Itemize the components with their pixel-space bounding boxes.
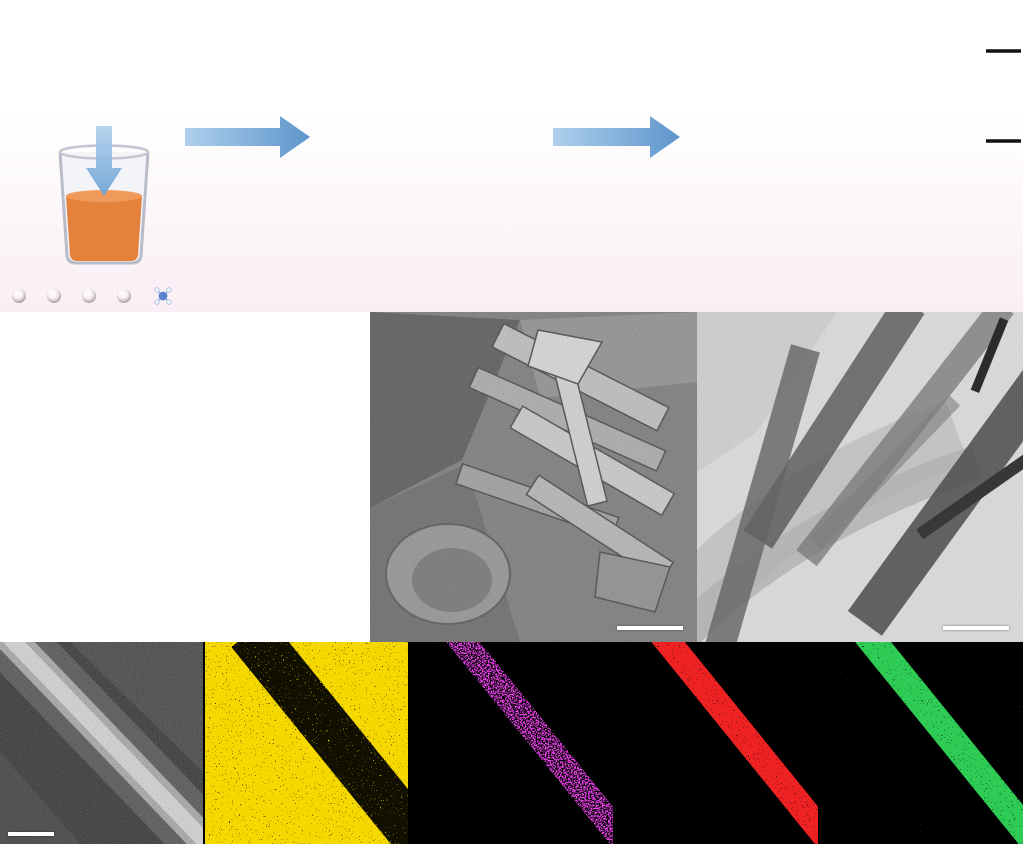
panel-synthesis-scheme	[0, 0, 1023, 312]
scale-bar-line	[8, 832, 54, 836]
n-atom-icon	[47, 289, 61, 303]
eds-map-oxygen-image	[820, 642, 1023, 844]
eds-map-nitrogen-image	[410, 642, 613, 844]
eds-map-vanadium	[615, 642, 818, 844]
legend-item-n	[47, 289, 66, 303]
row-eds	[0, 642, 1023, 844]
c-atom-icon	[12, 289, 26, 303]
eds-map-vanadium-image	[615, 642, 818, 844]
stirring-arrow-icon	[185, 116, 310, 158]
xrd-chart	[0, 312, 370, 642]
tem-image	[697, 312, 1023, 642]
eds-map-carbon	[205, 642, 408, 844]
row-bcd	[0, 312, 1023, 642]
panel-sem	[370, 312, 697, 642]
scale-bar-line	[943, 626, 1009, 630]
stem-image	[0, 642, 203, 844]
atom-legend	[12, 286, 179, 306]
eds-map-nitrogen	[410, 642, 613, 844]
nh4-molecule-icon	[154, 287, 172, 305]
legend-item-v	[82, 289, 101, 303]
scale-bar-line	[617, 626, 683, 630]
legend-item-nh4	[152, 286, 179, 306]
sem-scale-bar	[617, 623, 683, 630]
beaker	[58, 144, 150, 265]
panel-tem	[697, 312, 1023, 642]
v-atom-icon	[82, 289, 96, 303]
eds-map-oxygen	[820, 642, 1023, 844]
tem-scale-bar	[943, 623, 1009, 630]
hydrothermal-arrow-icon	[553, 116, 680, 158]
panel-xrd	[0, 312, 370, 642]
down-arrow-icon	[86, 126, 122, 196]
stem-scale-bar	[8, 829, 60, 836]
legend-item-c	[12, 289, 31, 303]
sem-image	[370, 312, 697, 642]
synthesis-scheme-drawing	[58, 49, 1021, 265]
o-atom-icon	[117, 289, 131, 303]
eds-map-carbon-image	[205, 642, 408, 844]
panel-stem	[0, 642, 203, 844]
legend-item-o	[117, 289, 136, 303]
